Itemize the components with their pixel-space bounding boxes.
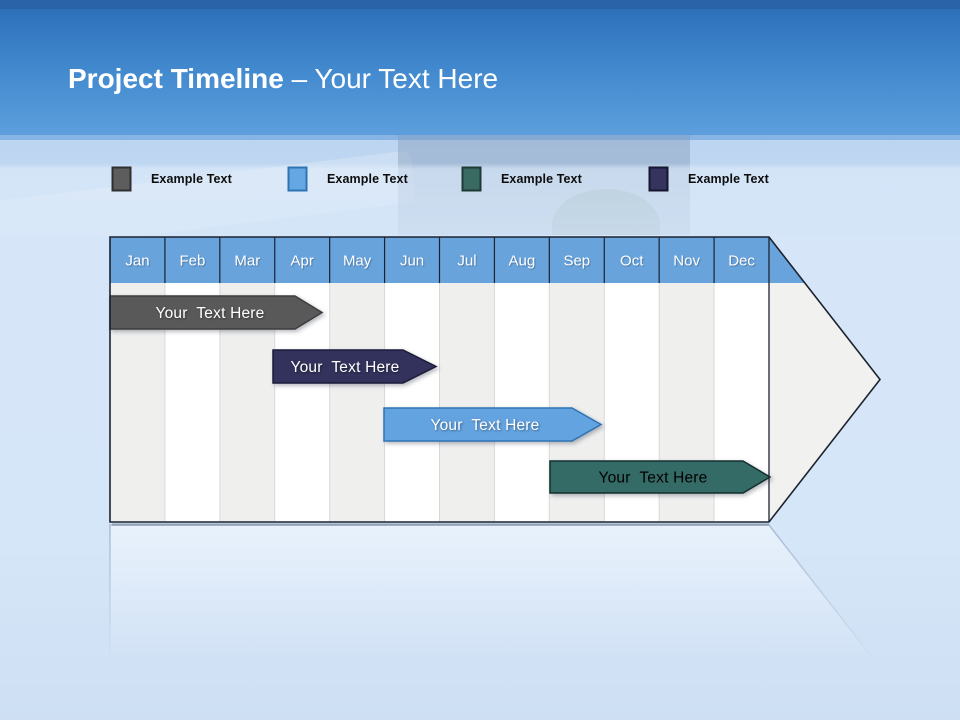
legend-label: Example Text <box>501 172 582 186</box>
month-label-feb[interactable]: Feb <box>179 253 205 270</box>
gantt-bar-4-label: Your Text Here <box>599 470 708 487</box>
month-label-jan[interactable]: Jan <box>125 253 149 270</box>
month-label-dec[interactable]: Dec <box>728 253 755 270</box>
month-label-nov[interactable]: Nov <box>673 253 700 270</box>
header-band <box>0 0 960 140</box>
legend-swatch-icon <box>461 166 482 192</box>
gantt-bar-1-label: Your Text Here <box>156 305 265 322</box>
month-label-jul[interactable]: Jul <box>457 253 476 270</box>
gantt-bar-4[interactable] <box>549 460 772 494</box>
month-label-aug[interactable]: Aug <box>509 253 536 270</box>
month-label-mar[interactable]: Mar <box>234 253 260 270</box>
title-prefix: Project Timeline <box>68 63 284 94</box>
gantt-bar-3[interactable] <box>383 407 603 442</box>
gantt-bar-2[interactable] <box>272 349 438 384</box>
legend-label: Example Text <box>688 172 769 186</box>
legend-item-2[interactable]: Example Text <box>287 166 408 192</box>
timeline-reflection <box>109 524 881 720</box>
legend-swatch-icon <box>111 166 132 192</box>
legend-swatch-rect <box>461 166 482 192</box>
legend-item-1[interactable]: Example Text <box>111 166 232 192</box>
legend-swatch-rect <box>287 166 308 192</box>
month-header[interactable] <box>110 237 805 283</box>
timeline-arrow-outline <box>109 236 882 523</box>
page-title[interactable]: Project Timeline – Your Text Here <box>68 62 498 96</box>
legend-swatch-icon <box>287 166 308 192</box>
title-suffix: – Your Text Here <box>283 63 499 94</box>
legend-item-3[interactable]: Example Text <box>461 166 582 192</box>
legend-label: Example Text <box>327 172 408 186</box>
legend-swatch-rect <box>111 166 132 192</box>
month-label-apr[interactable]: Apr <box>291 253 314 270</box>
legend-swatch-icon <box>648 166 669 192</box>
legend-label: Example Text <box>151 172 232 186</box>
gantt-bar-2-label: Your Text Here <box>291 359 400 376</box>
top-strip <box>0 0 960 9</box>
month-label-sep[interactable]: Sep <box>563 253 590 270</box>
gantt-bar-3-label: Your Text Here <box>431 417 540 434</box>
header-cell-separators <box>164 237 715 283</box>
month-label-oct[interactable]: Oct <box>620 253 644 270</box>
legend-swatch-rect <box>648 166 669 192</box>
legend-item-4[interactable]: Example Text <box>648 166 769 192</box>
month-label-may[interactable]: May <box>343 253 372 270</box>
month-labels: Jan Feb Mar Apr May Jun Jul Aug Sep Oct … <box>125 253 755 270</box>
month-label-jun[interactable]: Jun <box>400 253 424 270</box>
